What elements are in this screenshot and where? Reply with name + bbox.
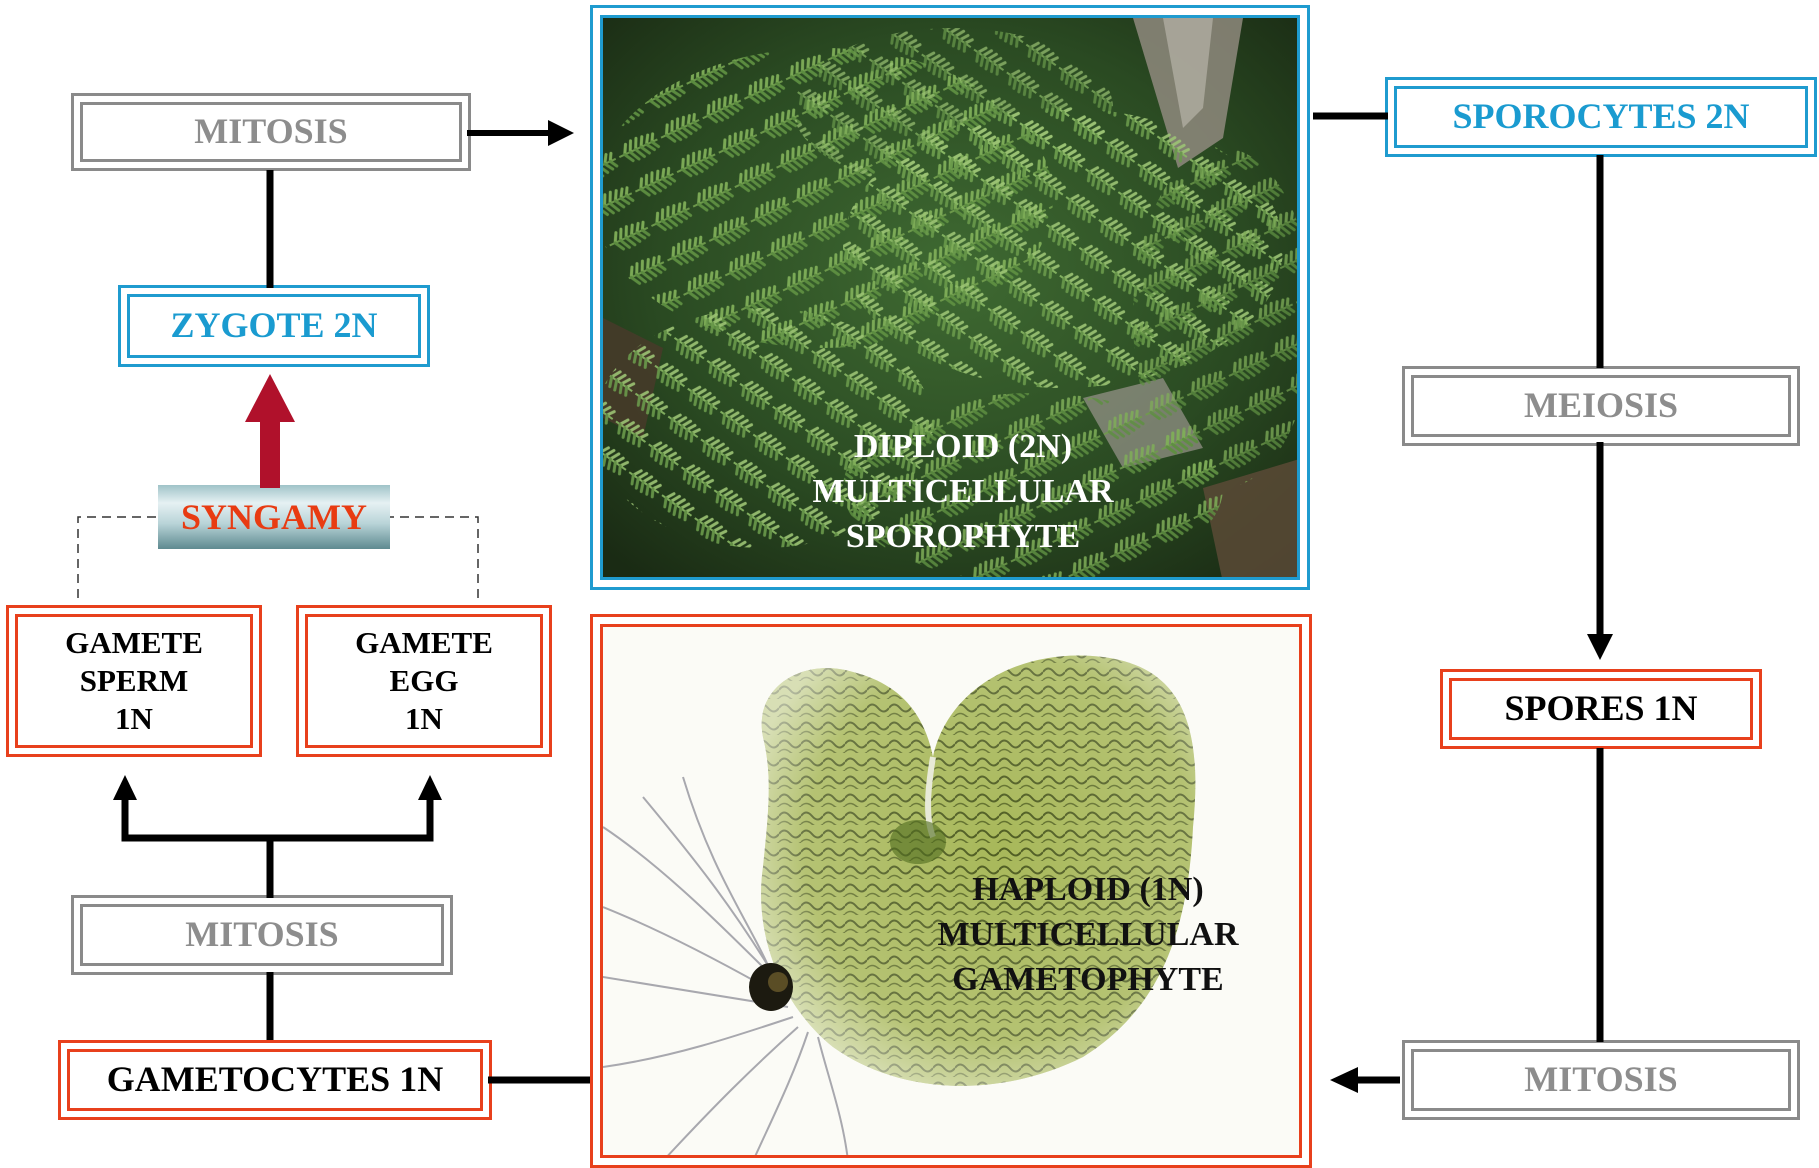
gamete-sperm-box: GAMETE SPERM 1N (6, 605, 262, 757)
meiosis-box: MEIOSIS (1402, 366, 1800, 446)
arrowhead-egg (418, 775, 442, 800)
mitosis-right-label: MITOSIS (1524, 1059, 1678, 1100)
arrowhead-down (1587, 634, 1613, 660)
gametocytes-label: GAMETOCYTES 1N (106, 1059, 444, 1100)
zygote-label: ZYGOTE 2N (170, 305, 378, 346)
sporophyte-label: DIPLOID (2N) MULTICELLULAR SPOROPHYTE (812, 428, 1114, 556)
dashed-bracket-left (77, 516, 158, 598)
sporophyte-photo-frame: DIPLOID (2N) MULTICELLULAR SPOROPHYTE (590, 5, 1310, 590)
sporocytes-label: SPOROCYTES 2N (1452, 96, 1750, 137)
syngamy-box: SYNGAMY (158, 485, 390, 549)
gametophyte-photo-inner-frame (600, 624, 1302, 1158)
sporocytes-box: SPOROCYTES 2N (1385, 77, 1817, 157)
gamete-egg-label: GAMETE EGG 1N (355, 625, 493, 736)
gametophyte-photo-frame: HAPLOID (1N) MULTICELLULAR GAMETOPHYTE (590, 614, 1312, 1168)
prothallus-gametophyte-photo (603, 655, 1196, 1155)
dashed-bracket-right (390, 516, 479, 598)
meiosis-label: MEIOSIS (1523, 385, 1679, 426)
zygote-box: ZYGOTE 2N (118, 285, 430, 367)
mitosis-box-right: MITOSIS (1402, 1040, 1800, 1120)
arrowhead-sperm (113, 775, 137, 800)
fork-to-gametes (121, 795, 434, 842)
gametocytes-box: GAMETOCYTES 1N (58, 1040, 492, 1120)
sporophyte-photo-inner-frame (600, 15, 1300, 580)
arrowhead-left (1330, 1067, 1358, 1093)
mitosis-box-left: MITOSIS (71, 895, 453, 975)
mitosis-left-label: MITOSIS (185, 914, 339, 955)
gametophyte-label: HAPLOID (1N) MULTICELLULAR GAMETOPHYTE (937, 871, 1239, 999)
fern-sporophyte-photo (603, 18, 1297, 577)
arrowhead-right (548, 120, 574, 146)
gamete-sperm-label: GAMETE SPERM 1N (65, 625, 203, 736)
syngamy-arrow-shaft (260, 418, 280, 488)
spores-label: SPORES 1N (1504, 688, 1698, 729)
gamete-egg-box: GAMETE EGG 1N (296, 605, 552, 757)
syngamy-arrowhead (245, 374, 295, 422)
mitosis-top-label: MITOSIS (194, 111, 348, 152)
spores-box: SPORES 1N (1440, 669, 1762, 749)
syngamy-label: SYNGAMY (181, 497, 367, 537)
